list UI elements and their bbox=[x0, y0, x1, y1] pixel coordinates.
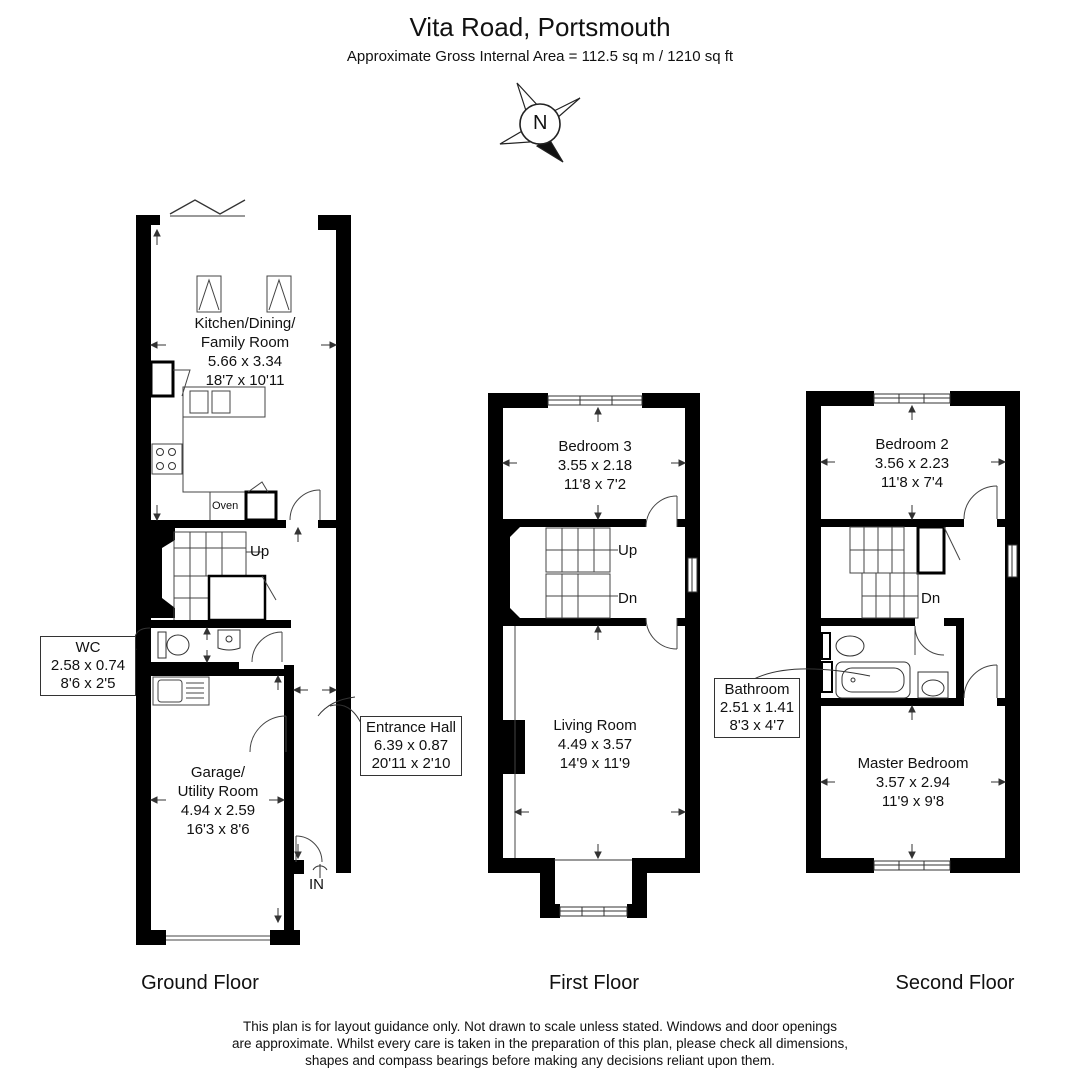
room-living-room: Living Room 4.49 x 3.57 14'9 x 11'9 bbox=[553, 717, 637, 772]
oven-label: Oven bbox=[212, 500, 239, 512]
first-stairs-up-label: Up bbox=[618, 542, 638, 559]
room-garage-utility: Garage/ Utility Room 4.94 x 2.59 16'3 x … bbox=[177, 764, 259, 838]
ground-floor-plan bbox=[134, 199, 363, 945]
gross-area-subtitle: Approximate Gross Internal Area = 112.5 … bbox=[346, 48, 734, 65]
disclaimer-text: This plan is for layout guidance only. N… bbox=[231, 1019, 849, 1068]
compass-north-label: N bbox=[533, 112, 548, 134]
second-floor-plan bbox=[751, 391, 1020, 873]
first-stairs-down-label: Dn bbox=[618, 590, 638, 607]
room-entrance-hall-callout: Entrance Hall 6.39 x 0.87 20'11 x 2'10 bbox=[360, 716, 462, 776]
ground-stairs-up-label: Up bbox=[250, 543, 270, 560]
room-kitchen-dining-family: Kitchen/Dining/ Family Room 5.66 x 3.34 … bbox=[194, 315, 296, 389]
entrance-in-label: IN bbox=[309, 876, 324, 893]
room-master-bedroom: Master Bedroom 3.57 x 2.94 11'9 x 9'8 bbox=[857, 755, 969, 810]
ground-floor-label: Ground Floor bbox=[141, 972, 259, 994]
room-bedroom-3: Bedroom 3 3.55 x 2.18 11'8 x 7'2 bbox=[557, 438, 633, 493]
plan-title: Vita Road, Portsmouth bbox=[409, 12, 671, 42]
second-floor-label: Second Floor bbox=[895, 972, 1015, 994]
room-bedroom-2: Bedroom 2 3.56 x 2.23 11'8 x 7'4 bbox=[874, 436, 950, 491]
room-bathroom-callout: Bathroom 2.51 x 1.41 8'3 x 4'7 bbox=[714, 678, 800, 738]
second-stairs-down-label: Dn bbox=[921, 590, 941, 607]
first-floor-plan bbox=[488, 393, 700, 918]
compass-rose-icon bbox=[499, 82, 581, 163]
room-wc-callout: WC 2.58 x 0.74 8'6 x 2'5 bbox=[40, 636, 136, 696]
first-floor-label: First Floor bbox=[549, 972, 639, 994]
